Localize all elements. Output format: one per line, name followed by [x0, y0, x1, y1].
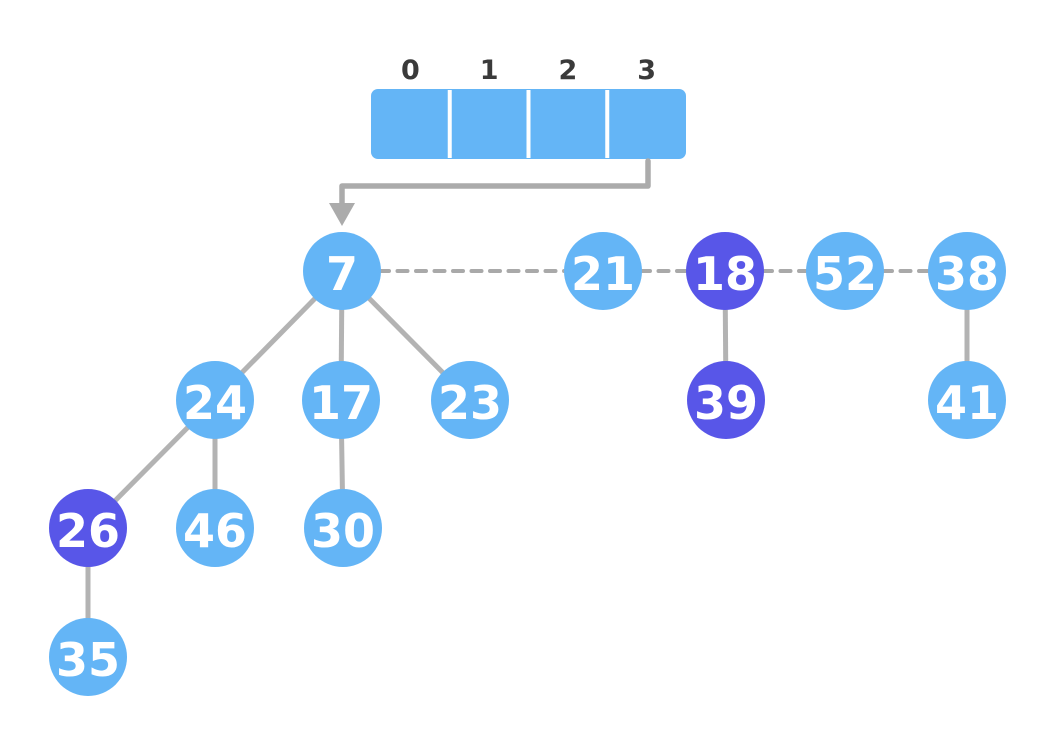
node-circle-7 — [303, 232, 381, 310]
tree-edges — [85, 269, 970, 657]
node-label-18: 18 — [693, 247, 757, 301]
heap-nodes: 7 21 18 52 38 24 17 23 39 41 26 46 30 35 — [49, 232, 1006, 696]
array-index-label: 1 — [480, 55, 499, 86]
index-array: 0 1 2 3 — [371, 55, 686, 159]
node-circle-39 — [687, 361, 765, 439]
heap-node-30: 30 — [304, 489, 382, 567]
heap-node-21: 21 — [564, 232, 642, 310]
heap-node-23: 23 — [431, 361, 509, 439]
array-index-label: 2 — [558, 55, 577, 86]
node-label-23: 23 — [438, 376, 502, 430]
node-circle-35 — [49, 618, 127, 696]
node-label-41: 41 — [935, 376, 999, 430]
heap-node-38: 38 — [928, 232, 1006, 310]
node-circle-24 — [176, 361, 254, 439]
node-label-7: 7 — [326, 247, 358, 301]
arrowhead-icon — [329, 203, 355, 226]
node-label-38: 38 — [935, 247, 999, 301]
node-circle-30 — [304, 489, 382, 567]
heap-node-41: 41 — [928, 361, 1006, 439]
node-label-52: 52 — [813, 247, 877, 301]
heap-node-26: 26 — [49, 489, 127, 567]
node-circle-41 — [928, 361, 1006, 439]
array-index-label: 3 — [637, 55, 656, 86]
node-label-21: 21 — [571, 247, 635, 301]
node-label-24: 24 — [183, 376, 247, 430]
node-label-39: 39 — [694, 376, 758, 430]
heap-node-24: 24 — [176, 361, 254, 439]
heap-node-17: 17 — [302, 361, 380, 439]
node-circle-38 — [928, 232, 1006, 310]
node-label-26: 26 — [56, 504, 120, 558]
node-label-46: 46 — [183, 504, 247, 558]
node-circle-52 — [806, 232, 884, 310]
node-circle-23 — [431, 361, 509, 439]
heap-node-39: 39 — [687, 361, 765, 439]
heap-node-7: 7 — [303, 232, 381, 310]
node-circle-18 — [686, 232, 764, 310]
heap-node-46: 46 — [176, 489, 254, 567]
node-label-35: 35 — [56, 633, 120, 687]
array-index-label: 0 — [401, 55, 420, 86]
arrow-shaft — [339, 158, 651, 209]
heap-node-18: 18 — [686, 232, 764, 310]
heap-node-35: 35 — [49, 618, 127, 696]
node-label-17: 17 — [309, 376, 373, 430]
node-circle-17 — [302, 361, 380, 439]
node-circle-46 — [176, 489, 254, 567]
node-label-30: 30 — [311, 504, 375, 558]
node-circle-26 — [49, 489, 127, 567]
node-circle-21 — [564, 232, 642, 310]
heap-node-52: 52 — [806, 232, 884, 310]
array-pointer-arrow — [329, 158, 651, 226]
